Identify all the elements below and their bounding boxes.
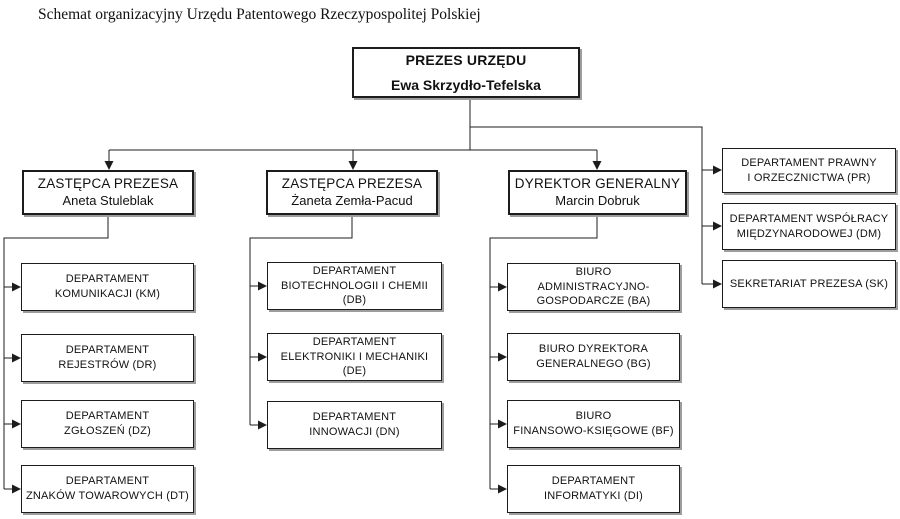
box-departament-prawny-pr: DEPARTAMENT PRAWNY I ORZECZNICTWA (PR) [722, 148, 896, 193]
connector-column-3 [489, 215, 598, 494]
exec-name: Żaneta Zemła-Pacud [291, 192, 413, 208]
box-sekretariat-prezesa-sk: SEKRETARIAT PREZESA (SK) [722, 260, 896, 308]
prezes-name: Ewa Skrzydło-Tefelska [391, 77, 541, 93]
box-departament-zgloszen-dz: DEPARTAMENT ZGŁOSZEŃ (DZ) [21, 400, 194, 448]
arrow-down-icon [592, 161, 602, 170]
arrow-right-icon [12, 484, 21, 494]
connector-column-2 [249, 215, 353, 430]
box-biuro-dyrektora-generalnego-bg: BIURO DYREKTORA GENERALNEGO (BG) [507, 333, 680, 381]
arrow-right-icon [258, 420, 267, 430]
box-zastepca-prezesa-1: ZASTĘPCA PREZESA Aneta Stuleblak [22, 170, 194, 215]
unit-label: DEPARTAMENT BIOTECHNOLOGII I CHEMII (DB) [280, 264, 428, 307]
unit-label: BIURO DYREKTORA GENERALNEGO (BG) [536, 343, 651, 370]
box-departament-rejestrow-dr: DEPARTAMENT REJESTRÓW (DR) [21, 334, 194, 382]
box-prezes-urzedu: PREZES URZĘDU Ewa Skrzydło-Tefelska [352, 47, 580, 98]
unit-label: BIURO FINANSOWO-KSIĘGOWE (BF) [513, 410, 674, 437]
exec-role: DYREKTOR GENERALNY [514, 176, 681, 192]
arrow-right-icon [258, 352, 267, 362]
exec-role: ZASTĘPCA PREZESA [281, 176, 423, 192]
box-biuro-finansowo-ksiegowe-bf: BIURO FINANSOWO-KSIĘGOWE (BF) [507, 400, 680, 448]
arrow-right-icon [12, 282, 21, 292]
arrow-right-icon [12, 353, 21, 363]
exec-name: Marcin Dobruk [555, 192, 640, 208]
box-biuro-administracyjno-gospodarcze-ba: BIURO ADMINISTRACYJNO- GOSPODARCZE (BA) [507, 263, 680, 311]
arrow-right-icon [498, 352, 507, 362]
unit-label: DEPARTAMENT PRAWNY I ORZECZNICTWA (PR) [741, 156, 877, 184]
unit-label: DEPARTAMENT WSPÓŁRACY MIĘDZYNARODOWEJ (D… [729, 212, 889, 240]
arrow-down-icon [348, 161, 358, 170]
connector-column-1 [3, 215, 109, 494]
page-title: Schemat organizacyjny Urzędu Patentowego… [38, 6, 481, 23]
arrow-right-icon [713, 279, 722, 289]
box-departament-biotechnologii-db: DEPARTAMENT BIOTECHNOLOGII I CHEMII (DB) [267, 262, 442, 310]
exec-name: Aneta Stuleblak [62, 192, 154, 208]
unit-label: DEPARTAMENT INNOWACJI (DN) [309, 411, 400, 438]
exec-role: ZASTĘPCA PREZESA [37, 176, 179, 192]
arrow-right-icon [713, 165, 722, 175]
box-departament-innowacji-dn: DEPARTAMENT INNOWACJI (DN) [267, 401, 442, 449]
connector-president-stem [104, 98, 602, 170]
box-departament-wspolpracy-dm: DEPARTAMENT WSPÓŁRACY MIĘDZYNARODOWEJ (D… [722, 203, 896, 250]
box-departament-elektroniki-de: DEPARTAMENT ELEKTRONIKI I MECHANIKI (DE) [267, 333, 442, 381]
arrow-down-icon [104, 161, 114, 170]
unit-label: SEKRETARIAT PREZESA (SK) [729, 277, 889, 290]
box-departament-informatyki-di: DEPARTAMENT INFORMATYKI (DI) [507, 465, 680, 513]
arrow-right-icon [498, 484, 507, 494]
unit-label: DEPARTAMENT ELEKTRONIKI I MECHANIKI (DE) [280, 335, 429, 378]
unit-label: BIURO ADMINISTRACYJNO- GOSPODARCZE (BA) [536, 265, 651, 308]
unit-label: DEPARTAMENT ZNAKÓW TOWAROWYCH (DT) [25, 475, 190, 502]
arrow-right-icon [498, 419, 507, 429]
unit-label: DEPARTAMENT KOMUNIKACJI (KM) [54, 273, 161, 300]
arrow-right-icon [713, 221, 722, 231]
box-zastepca-prezesa-2: ZASTĘPCA PREZESA Żaneta Zemła-Pacud [266, 170, 438, 215]
box-departament-znakow-towarowych-dt: DEPARTAMENT ZNAKÓW TOWAROWYCH (DT) [21, 465, 194, 513]
arrow-right-icon [258, 281, 267, 291]
box-dyrektor-generalny: DYREKTOR GENERALNY Marcin Dobruk [508, 170, 687, 215]
arrow-right-icon [498, 282, 507, 292]
box-departament-komunikacji-km: DEPARTAMENT KOMUNIKACJI (KM) [21, 263, 194, 311]
unit-label: DEPARTAMENT ZGŁOSZEŃ (DZ) [64, 410, 151, 437]
connector-president-units [470, 126, 722, 289]
prezes-role: PREZES URZĘDU [405, 51, 527, 68]
unit-label: DEPARTAMENT REJESTRÓW (DR) [58, 344, 157, 371]
arrow-right-icon [12, 419, 21, 429]
unit-label: DEPARTAMENT INFORMATYKI (DI) [544, 475, 643, 502]
